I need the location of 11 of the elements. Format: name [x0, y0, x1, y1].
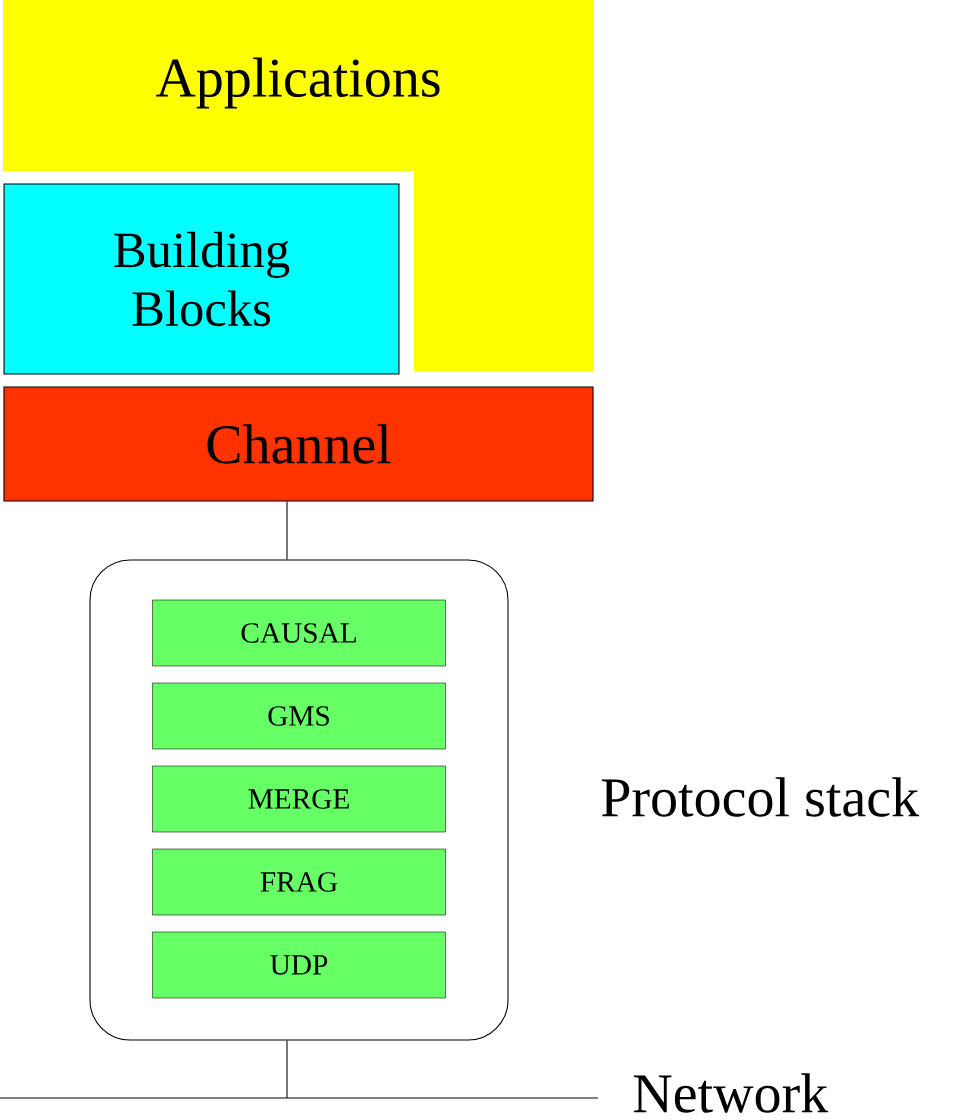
layer-box: Channel: [3, 386, 594, 502]
node-label: Protocol stack: [601, 777, 920, 817]
protocol-layer-box: GMS: [152, 682, 446, 750]
protocol-layer-box: MERGE: [152, 765, 446, 833]
network-line: Network: [0, 1073, 829, 1113]
protocol-layer-box: UDP: [152, 931, 446, 999]
protocol-layer-box: FRAG: [152, 848, 446, 916]
connector-line: [286, 501, 288, 560]
layer-box: Building Blocks: [3, 183, 400, 375]
connector-line: [286, 1040, 288, 1099]
protocol-layer-box: CAUSAL: [152, 599, 446, 667]
